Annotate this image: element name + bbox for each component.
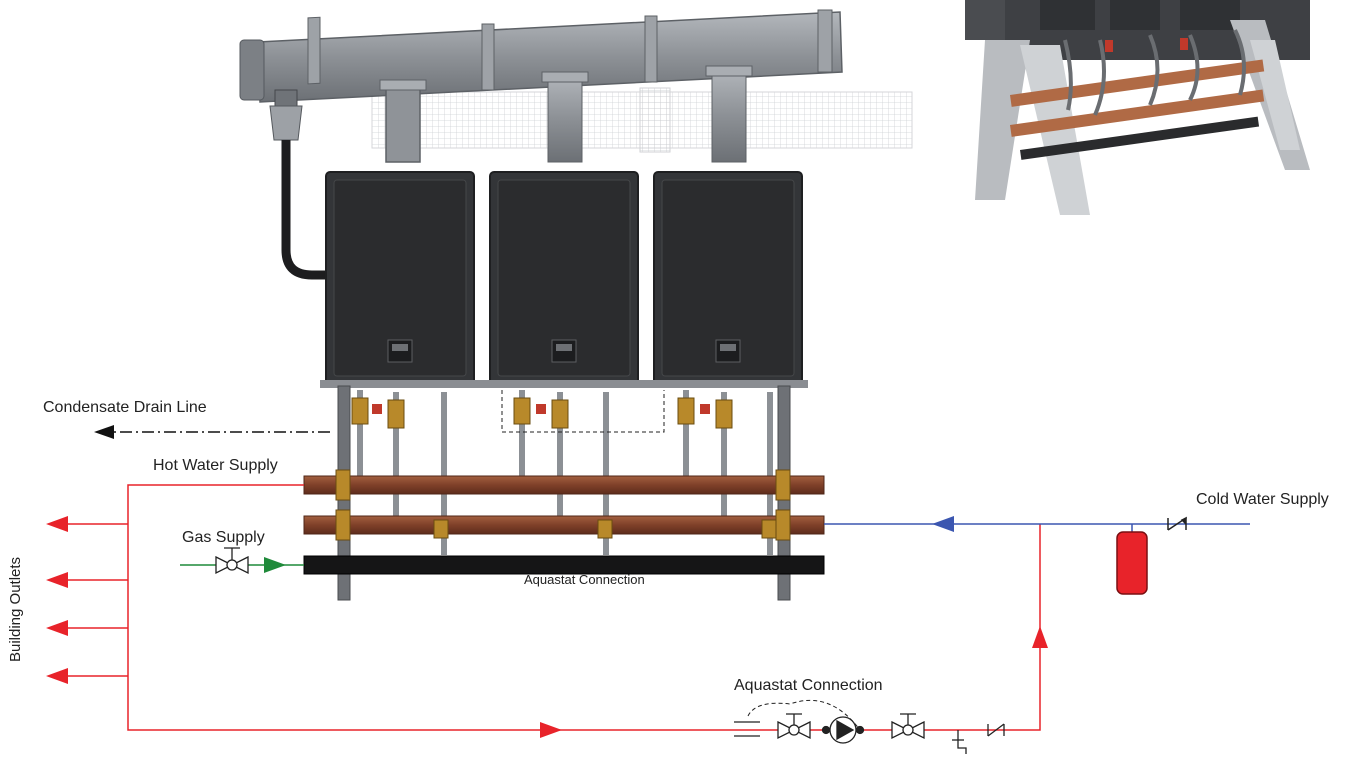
flow-arrow-icon [46, 572, 68, 588]
water-heater-2 [489, 171, 639, 385]
aquastat-return-label: Aquastat Connection [734, 677, 883, 694]
gas-supply-label: Gas Supply [182, 529, 265, 546]
labels: Condensate Drain Line Hot Water Supply G… [7, 399, 1329, 694]
rack-inset-image [965, 0, 1310, 215]
flow-arrow-icon [932, 516, 954, 532]
flow-arrow-icon [46, 668, 68, 684]
flow-arrow-icon [46, 620, 68, 636]
vent-header [239, 9, 843, 163]
cold-water-line [824, 516, 1250, 595]
expansion-tank-icon [1116, 531, 1148, 595]
condensate-drain-line [94, 425, 330, 439]
check-valve-icon [987, 723, 1005, 737]
hot-water-supply-label: Hot Water Supply [153, 457, 278, 474]
condensate-drain-label: Condensate Drain Line [43, 399, 207, 416]
aquastat-sensor-icon [734, 721, 760, 737]
check-valve-icon [1167, 516, 1188, 531]
outlet-arrows [46, 516, 1048, 738]
cold-water-supply-label: Cold Water Supply [1196, 491, 1329, 508]
flow-arrow-icon [1032, 626, 1048, 648]
circulator-pump-icon [821, 716, 865, 744]
flow-arrow-icon [264, 557, 286, 573]
flow-arrow-icon [540, 722, 562, 738]
ball-valve-icon [777, 713, 811, 740]
aquastat-manifold-label: Aquastat Connection [524, 572, 645, 587]
gas-supply-line [180, 547, 304, 575]
water-heater-1 [325, 171, 475, 385]
manifolds [303, 469, 825, 575]
recirc-components [734, 699, 1005, 754]
water-heater-3 [653, 171, 803, 385]
heater-connections [351, 390, 773, 555]
flow-arrow-icon [94, 425, 114, 439]
ball-valve-icon [891, 713, 925, 740]
ghost-vent-header [371, 87, 913, 153]
ball-valve-icon [215, 547, 249, 575]
drain-valve-icon [952, 730, 967, 754]
hot-water-lines [66, 484, 1041, 731]
condensate-trap [269, 89, 330, 280]
flow-arrow-icon [46, 516, 68, 532]
building-outlets-label: Building Outlets [7, 557, 24, 662]
